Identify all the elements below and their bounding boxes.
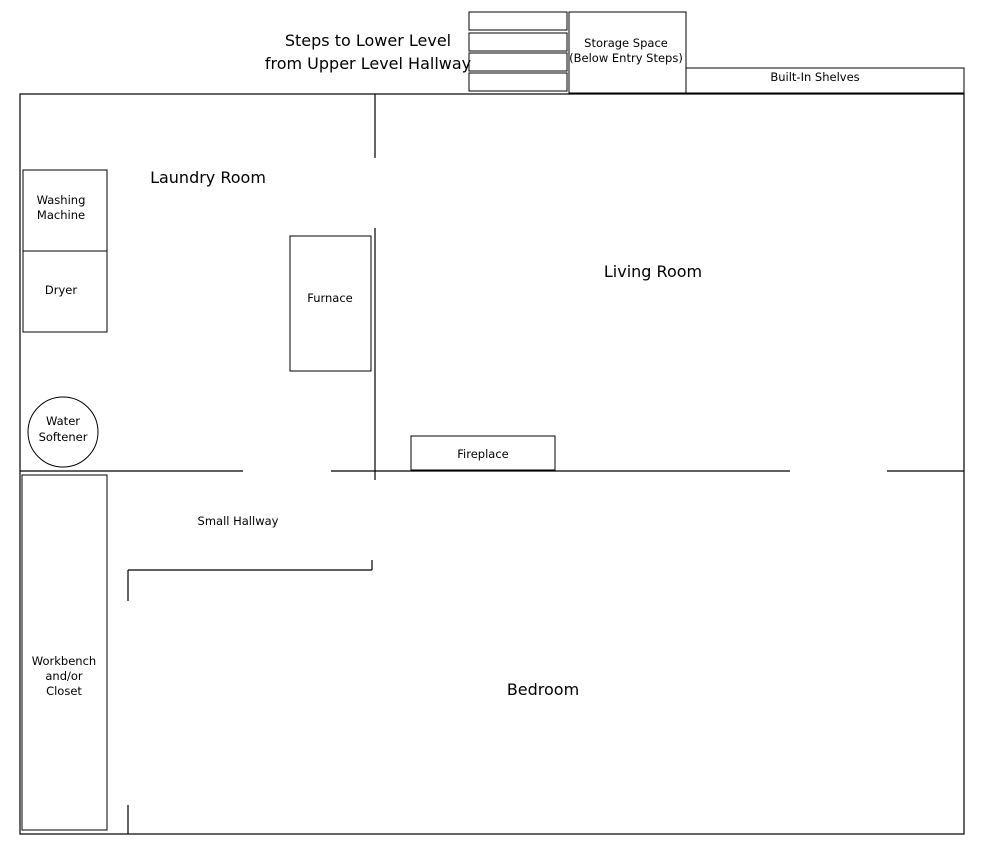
washing-machine-label-line2: Machine [37,208,85,222]
stair-step-4 [468,72,568,92]
water-softener-label-line2: Softener [39,430,88,444]
fireplace-label: Fireplace [457,447,508,461]
washing-machine-label-line1: Washing [37,193,86,207]
dryer-label: Dryer [45,283,77,297]
workbench-closet [21,474,108,831]
small-hallway-label: Small Hallway [198,514,279,528]
workbench-label-line2: and/or [45,669,83,683]
water-softener-label-line1: Water [46,414,80,428]
furnace-label: Furnace [307,291,353,305]
storage-label-line1: Storage Space [584,36,668,50]
furnace [289,235,372,372]
built-in-shelves [685,67,965,94]
workbench-label-line3: Closet [46,684,82,698]
built-in-shelves-label: Built-In Shelves [770,70,859,84]
stair-step-3 [468,52,568,72]
bedroom-label: Bedroom [507,680,579,699]
stairs [468,11,568,92]
stairs-label-line2: from Upper Level Hallway [265,54,471,73]
living-room-label: Living Room [604,262,702,281]
washing-machine [22,169,108,252]
outer-wall [19,93,965,835]
interior-walls [20,94,964,834]
storage-space [568,11,687,94]
storage-label-line2: (Below Entry Steps) [569,51,683,65]
laundry-room-label: Laundry Room [150,168,266,187]
workbench-label-line1: Workbench [32,654,96,668]
stairs-label-line1: Steps to Lower Level [285,31,451,50]
dryer [22,250,108,333]
stair-step-1 [468,11,568,31]
stair-step-2 [468,32,568,52]
fireplace [410,435,556,471]
water-softener [27,396,99,468]
